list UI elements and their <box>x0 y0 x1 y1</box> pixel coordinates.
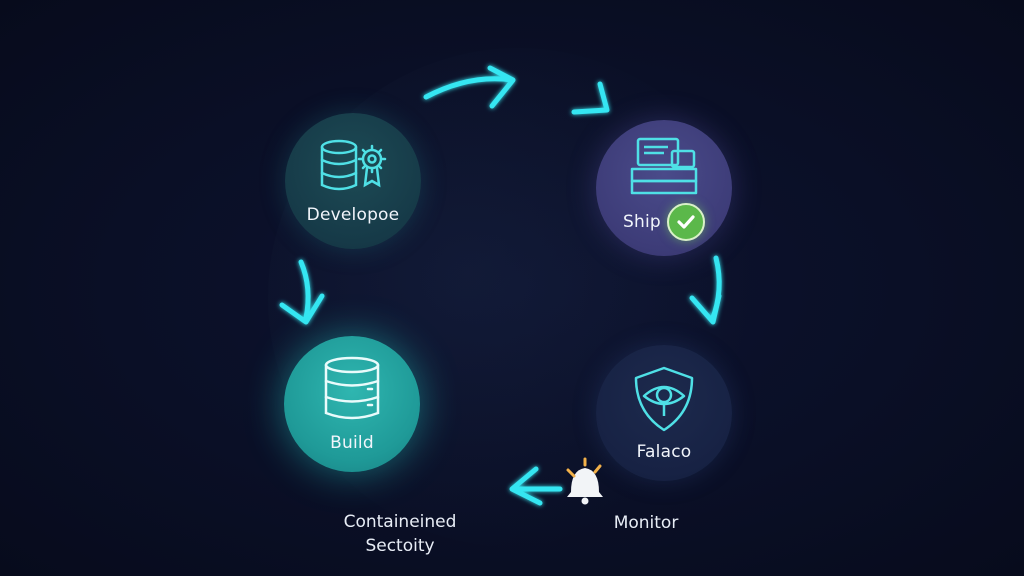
ship-label-row: Ship <box>623 203 705 241</box>
database-with-gear-icon <box>320 139 387 191</box>
checkmark-icon <box>666 203 705 241</box>
database-icon <box>324 356 380 420</box>
caption-monitor: Monitor <box>613 513 679 533</box>
caption-container-security: Containeined Sectoity <box>330 510 470 558</box>
shield-eye-icon <box>634 366 694 432</box>
node-ship: Ship <box>596 120 732 256</box>
node-falco-label: Falaco <box>636 442 692 462</box>
caption-line-2: Sectoity <box>365 536 435 556</box>
caption-line-1: Containeined <box>343 512 457 532</box>
node-ship-label: Ship <box>623 212 661 232</box>
node-falco: Falaco <box>596 345 732 481</box>
node-develop-label: Developoe <box>306 205 400 225</box>
container-stack-icon <box>630 137 698 195</box>
node-develop: Developoe <box>285 113 421 249</box>
node-build: Build <box>284 336 420 472</box>
node-build-label: Build <box>330 433 374 453</box>
